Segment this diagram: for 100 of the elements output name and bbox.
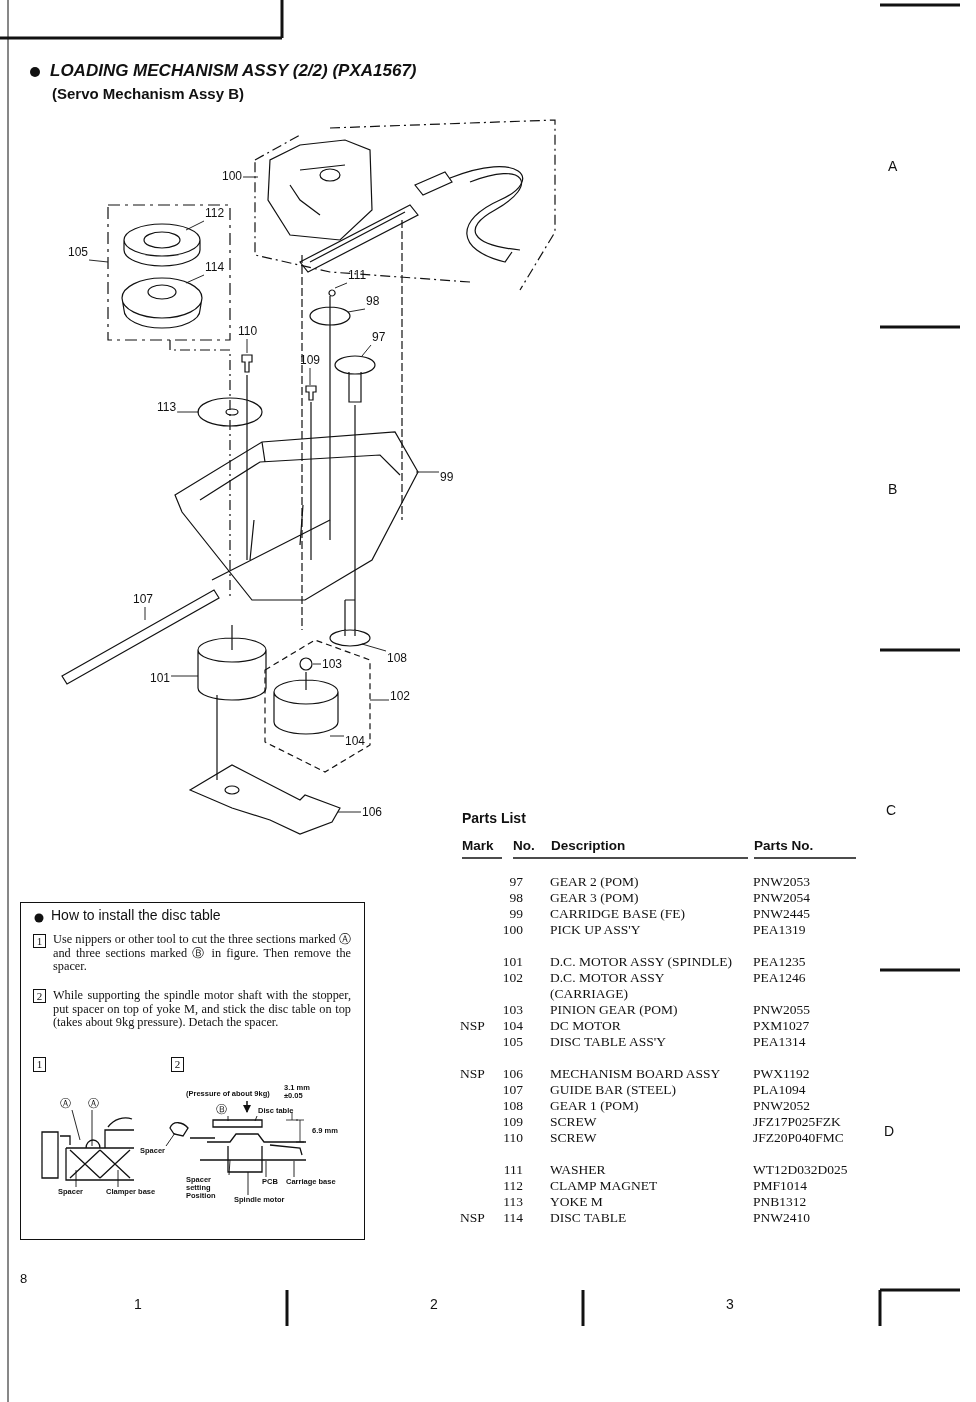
callout-number: 101	[150, 672, 171, 685]
table-cell: PWX1192	[753, 1066, 810, 1081]
table-cell: WASHER	[550, 1162, 606, 1177]
table-cell: PEA1314	[753, 1034, 806, 1049]
table-cell-text: 99	[508, 906, 523, 921]
leader-line	[309, 367, 311, 386]
table-cell: GUIDE BAR (STEEL)	[550, 1082, 676, 1097]
table-cell-text: 112	[502, 1178, 523, 1193]
leader-line	[144, 606, 146, 621]
callout-number: 110	[238, 325, 258, 338]
leader-line	[117, 1169, 119, 1188]
column-header: Description	[551, 838, 626, 853]
table-cell: DC MOTOR	[550, 1018, 621, 1033]
grid-reference: D	[884, 1123, 895, 1139]
table-cell: CARRIDGE BASE (FE)	[550, 906, 685, 921]
table-cell-text: 104	[501, 1018, 523, 1033]
leader-line	[91, 1109, 93, 1147]
table-cell: PNW2053	[753, 874, 810, 889]
callout-number: 111	[348, 269, 367, 282]
callout-number: 107	[133, 593, 154, 606]
leader-line	[88, 259, 109, 263]
figure-number: 2	[171, 1057, 184, 1072]
table-cell: PMF1014	[753, 1178, 808, 1193]
table-cell: PICK UP ASS'Y	[550, 922, 641, 937]
leader-line	[71, 1109, 81, 1141]
callout-number: 104	[345, 735, 366, 748]
step-number: 1	[33, 934, 46, 948]
table-cell: SCREW	[550, 1130, 597, 1145]
table-cell: PNW2054	[753, 890, 810, 905]
table-cell: PNW2055	[753, 1002, 810, 1017]
leader-line	[347, 308, 366, 313]
figure-number: 1	[33, 1057, 46, 1072]
section-mark: Ⓐ	[88, 1097, 99, 1109]
grid-reference: B	[888, 481, 898, 497]
table-cell-text: 102	[501, 970, 523, 985]
table-cell-text: 98	[508, 890, 523, 905]
leader-line	[247, 1171, 249, 1196]
table-cell-text: 114	[502, 1210, 523, 1225]
leader-line	[415, 471, 440, 473]
table-title: Parts List	[462, 810, 526, 826]
table-cell: DISC TABLE ASS'Y	[550, 1034, 666, 1049]
table-cell-text: 113	[502, 1194, 523, 1209]
table-cell: PNW2052	[753, 1098, 810, 1113]
table-cell: NSP	[460, 1018, 485, 1033]
disc-table-setting-drawing	[169, 1119, 307, 1173]
callout-number: 102	[390, 690, 411, 703]
table-cell: YOKE M	[550, 1194, 603, 1209]
grid-reference: 1	[134, 1296, 142, 1312]
page-number: 8	[20, 1271, 28, 1286]
table-cell: PINION GEAR (POM)	[550, 1002, 678, 1017]
table-cell: GEAR 2 (POM)	[550, 874, 639, 889]
leader-line	[242, 176, 259, 178]
table-cell-text: 101	[501, 954, 523, 969]
leader-line	[170, 675, 199, 677]
leader-line	[361, 344, 372, 357]
column-header: Mark	[462, 838, 494, 853]
leader-line	[254, 1115, 258, 1122]
callout-number: 97	[372, 331, 386, 344]
step-number: 2	[33, 989, 46, 1003]
callout-number: 103	[322, 658, 343, 671]
subtitle: (Servo Mechanism Assy B)	[52, 85, 244, 102]
grid-reference: 3	[726, 1296, 734, 1312]
leader-line	[176, 411, 200, 413]
table-cell: CLAMP MAGNET	[550, 1178, 658, 1193]
grid-reference: C	[886, 802, 897, 818]
table-cell-text: 111	[502, 1162, 523, 1177]
leader-line	[312, 663, 322, 665]
leader-line	[165, 1132, 176, 1147]
callout-number: 98	[366, 295, 380, 308]
panel-heading: How to install the disc table	[51, 907, 221, 923]
callout-number: 112	[205, 207, 225, 220]
table-cell: PEA1235	[753, 954, 806, 969]
table-cell: PEA1246	[753, 970, 806, 985]
table-cell: PEA1319	[753, 922, 806, 937]
step-instructions: While supporting the spindle motor shaft with the stopper, put spacer on top of yoke M, and stick the disc table on top (takes about 9kg pressure). Detach the spacer.	[53, 989, 351, 1030]
title: LOADING MECHANISM ASSY (2/2) (PXA1567)	[50, 61, 417, 81]
table-cell-text: 97	[508, 874, 523, 889]
table-cell: PXM1027	[753, 1018, 810, 1033]
callout-number: 114	[205, 261, 225, 274]
leader-line	[185, 274, 205, 284]
leader-line	[329, 735, 345, 737]
callout-number: 108	[387, 652, 408, 665]
leader-line	[337, 811, 362, 813]
callout-number: 105	[68, 246, 89, 259]
table-cell-text: 109	[501, 1114, 523, 1129]
table-cell: DISC TABLE	[550, 1210, 627, 1225]
leader-line	[246, 338, 248, 354]
callout-number: 109	[300, 354, 321, 367]
leader-line	[369, 699, 390, 701]
table-cell-text: 110	[502, 1130, 523, 1145]
leader-line	[227, 1115, 229, 1122]
table-cell: MECHANISM BOARD ASSY	[550, 1066, 721, 1081]
leader-line	[185, 220, 205, 231]
table-cell-text: 106	[501, 1066, 523, 1081]
table-cell: NSP	[460, 1066, 485, 1081]
table-cell-text: 105	[501, 1034, 523, 1049]
table-cell: PNW2445	[753, 906, 810, 921]
table-cell: NSP	[460, 1210, 485, 1225]
grid-reference: A	[888, 158, 898, 174]
table-cell: PLA1094	[753, 1082, 806, 1097]
